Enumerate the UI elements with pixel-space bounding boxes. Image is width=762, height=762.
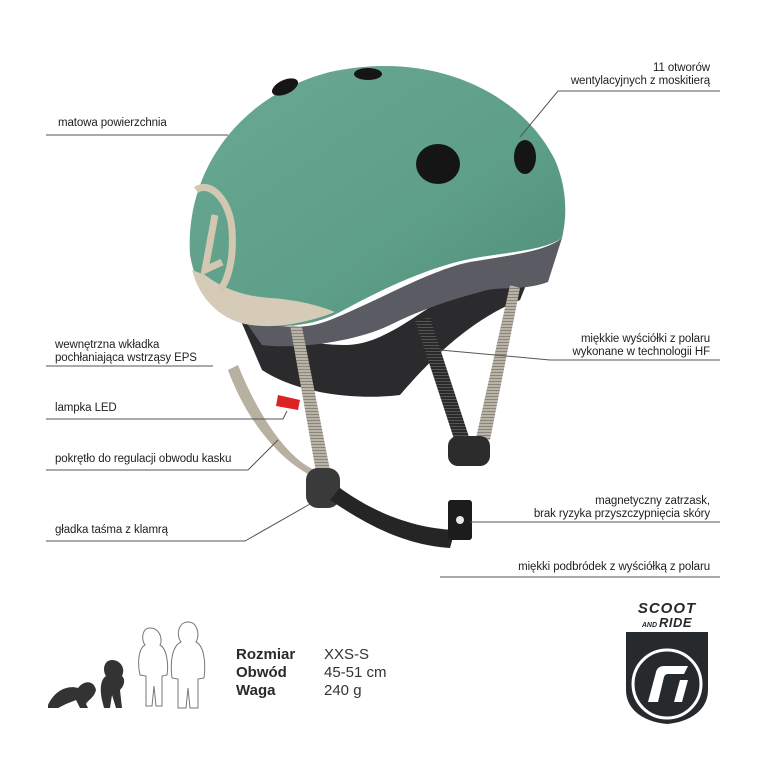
vent-hole-icon bbox=[271, 78, 299, 96]
vent-holes bbox=[271, 68, 536, 184]
callout-magnet-line1: magnetyczny zatrzask, bbox=[595, 495, 710, 507]
led-light-icon bbox=[276, 395, 300, 410]
rear-strap bbox=[228, 365, 322, 480]
magnet-dot-icon bbox=[456, 516, 464, 524]
strap-buckle-icon bbox=[306, 468, 340, 508]
callout-eps-liner: wewnętrzna wkładka pochłaniająca wstrząs… bbox=[55, 339, 197, 365]
spec-row-circumference: Obwód 45-51 cm bbox=[236, 663, 387, 681]
spec-key: Waga bbox=[236, 681, 276, 699]
callout-ventilation: 11 otworów wentylacyjnych z moskitierą bbox=[560, 62, 710, 88]
side-strap bbox=[476, 285, 520, 440]
callout-eps-line1: wewnętrzna wkładka bbox=[55, 339, 160, 351]
age-range-icons bbox=[48, 621, 206, 709]
vent-hole-icon bbox=[514, 140, 536, 174]
callout-magnet-line2: brak ryzyka przyszczypnięcia skóry bbox=[533, 508, 710, 520]
callout-ventilation-line2: wentylacyjnych z moskitierą bbox=[570, 75, 710, 87]
leader-lines bbox=[46, 90, 720, 578]
callout-padding-line1: miękkie wyściółki z polaru bbox=[580, 333, 710, 345]
spec-value: 240 g bbox=[324, 681, 362, 699]
vent-hole-icon bbox=[354, 68, 382, 80]
spec-key: Obwód bbox=[236, 663, 287, 681]
spec-row-weight: Waga 240 g bbox=[236, 681, 387, 699]
callout-padding-line2: wykonane w technologii HF bbox=[572, 346, 711, 358]
callout-strap: gładka taśma z klamrą bbox=[55, 524, 168, 536]
helmet-shell bbox=[189, 65, 566, 327]
logo-and: AND bbox=[641, 622, 658, 629]
helmet-liner bbox=[232, 250, 540, 397]
logo-line2: RIDE bbox=[659, 615, 693, 630]
helmet-trim-band bbox=[192, 270, 335, 327]
helmet-side-logo-icon bbox=[193, 184, 236, 293]
helmet-padding-rim bbox=[230, 238, 562, 347]
logo-line1: SCOOT bbox=[637, 600, 697, 617]
callout-eps-line2: pochłaniająca wstrząsy EPS bbox=[55, 352, 197, 364]
callout-magnetic-buckle: magnetyczny zatrzask, brak ryzyka przysz… bbox=[480, 495, 710, 521]
callout-chin-pad: miękki podbródek z wyściółką z polaru bbox=[518, 561, 710, 573]
strap-divider-icon bbox=[448, 436, 490, 466]
spec-table: Rozmiar XXS-S Obwód 45-51 cm Waga 240 g bbox=[236, 645, 387, 699]
callout-dial: pokrętło do regulacji obwodu kasku bbox=[55, 453, 232, 465]
chin-pad bbox=[330, 488, 455, 548]
spec-key: Rozmiar bbox=[236, 645, 296, 663]
callout-matte-surface: matowa powierzchnia bbox=[58, 117, 167, 129]
child-outline-icon bbox=[138, 627, 169, 707]
spec-value: 45-51 cm bbox=[324, 663, 387, 681]
older-child-outline-icon bbox=[170, 621, 206, 709]
callout-ventilation-line1: 11 otworów bbox=[653, 62, 710, 74]
callout-led: lampka LED bbox=[55, 402, 117, 414]
front-strap bbox=[290, 325, 330, 472]
spec-row-size: Rozmiar XXS-S bbox=[236, 645, 387, 663]
dark-strap bbox=[415, 318, 470, 442]
crawling-baby-icon bbox=[48, 682, 96, 708]
callout-fleece-padding: miękkie wyściółki z polaru wykonane w te… bbox=[520, 333, 711, 359]
vent-hole-icon bbox=[416, 144, 460, 184]
spec-value: XXS-S bbox=[324, 645, 370, 663]
logo-shield-icon bbox=[626, 632, 708, 724]
toddler-icon bbox=[100, 660, 125, 708]
